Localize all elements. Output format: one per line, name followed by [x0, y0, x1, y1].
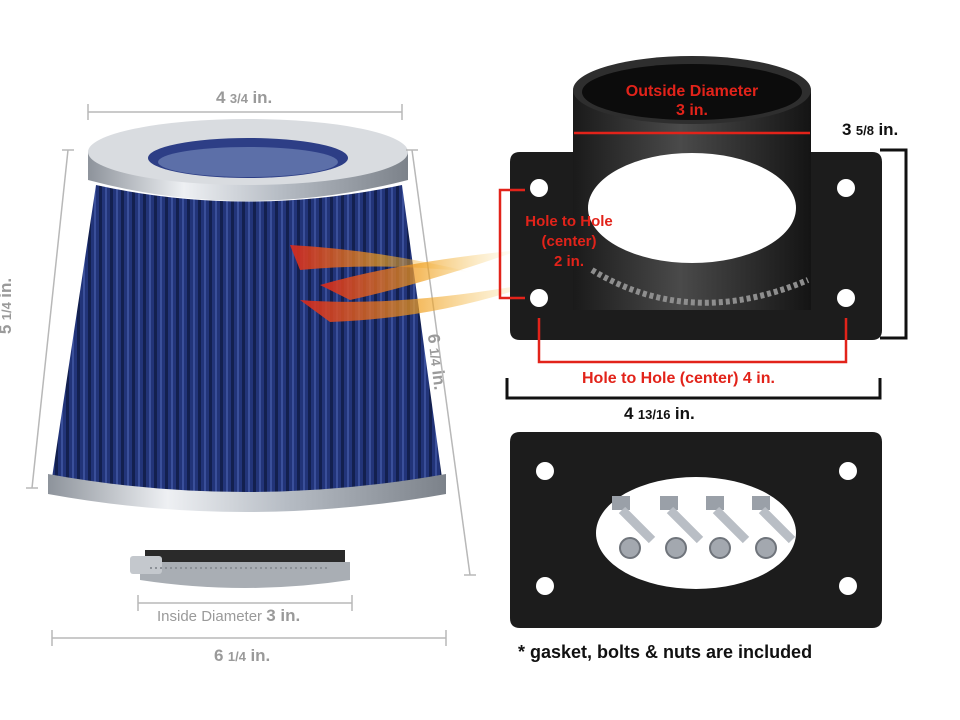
adapter-black-dimension-lines — [505, 148, 908, 400]
nut — [709, 537, 731, 559]
bolt — [612, 496, 656, 544]
mass-air-flow-adapter — [510, 56, 882, 340]
top-cap — [88, 119, 408, 201]
outside-diameter-label: Outside Diameter 3 in. — [625, 83, 759, 119]
adapter-height-label: 3 5/8 in. — [842, 120, 899, 139]
filter-height-label: 5 1/4 in. — [0, 277, 16, 334]
bolt — [752, 496, 796, 544]
hole-to-hole-horizontal-label: Hole to Hole (center) 4 in. — [582, 370, 775, 387]
inside-diameter-label: Inside Diameter 3 in. — [157, 606, 301, 625]
flame-swoosh — [290, 245, 540, 322]
filter-dimension-lines — [26, 104, 476, 646]
adapter-width-label: 4 13/16 in. — [624, 404, 695, 423]
filter-base-width-label: 6 1/4 in. — [214, 646, 271, 665]
base-ring — [48, 474, 446, 512]
adapter-red-dimension-lines — [498, 131, 848, 364]
weld-seam — [590, 267, 810, 306]
nut — [755, 537, 777, 559]
pleated-media — [52, 185, 442, 495]
filter-top-width-label: 4 3/4 in. — [216, 88, 273, 107]
bolt — [706, 496, 750, 544]
bolt — [660, 496, 704, 544]
hole-to-hole-vertical-label: Hole to Hole (center) 2 in. — [525, 213, 613, 270]
hose-clamp — [130, 550, 350, 588]
included-parts-note: * gasket, bolts & nuts are included — [518, 642, 813, 662]
mounting-holes — [530, 179, 855, 307]
bolts-and-nuts — [612, 496, 796, 559]
nut — [665, 537, 687, 559]
nut — [619, 537, 641, 559]
air-filter-cone — [48, 119, 446, 588]
